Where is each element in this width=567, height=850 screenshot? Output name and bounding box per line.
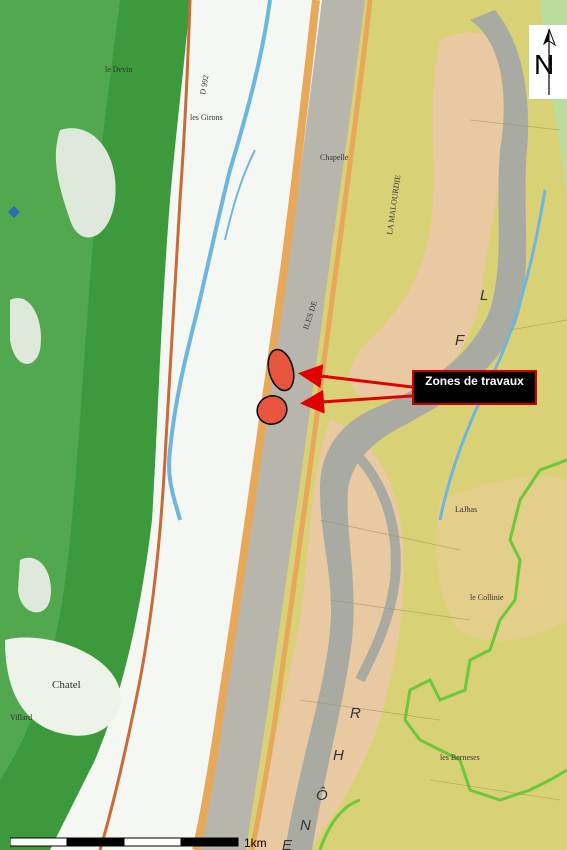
north-arrow: N (529, 25, 567, 99)
callout-text: Zones de travaux (425, 374, 524, 388)
river-letter: L (480, 287, 488, 304)
label-le-devin: le Devin (105, 65, 132, 74)
stream (224, 149, 256, 241)
scale-label: 1km (244, 836, 267, 850)
clearing (18, 557, 51, 613)
sand-deposit (250, 420, 404, 850)
sand-deposit (349, 32, 516, 400)
river-letter: F (455, 332, 465, 349)
diamond-marker-icon (8, 206, 20, 218)
label-villard: Villard (10, 713, 32, 722)
highway-edge (192, 0, 320, 850)
river-letter: N (300, 817, 311, 834)
north-letter: N (534, 49, 555, 80)
label-chapelle: Chapelle (320, 153, 349, 162)
commune-boundary (403, 458, 567, 802)
label-chatel: Chatel (52, 679, 81, 691)
road-d992 (98, 0, 192, 850)
river-letter: H (333, 747, 344, 764)
work-zone-north[interactable] (264, 347, 298, 394)
label-lajhas: LaJhas (455, 505, 477, 514)
stream (167, 0, 272, 521)
label-les-berneses: les Berneses (440, 753, 480, 762)
scale-bar-graphic (10, 837, 239, 847)
river-letter: Ô (316, 787, 328, 804)
clearing (55, 128, 116, 238)
label-la-collinie: le Collinie (470, 593, 504, 602)
clearing (5, 637, 121, 736)
rhone-river (285, 10, 529, 850)
north-arrow-icon (543, 28, 557, 95)
clearing (10, 298, 41, 364)
river-letter: R (350, 705, 361, 722)
work-zones-callout: Zones de travaux (412, 370, 537, 405)
label-les-girons: les Girons (190, 113, 223, 122)
river-channel (336, 436, 401, 683)
commune-boundary (318, 798, 361, 850)
work-zone-south[interactable] (252, 391, 291, 429)
canal (195, 0, 365, 850)
field-lines (299, 119, 567, 801)
sand-deposit (436, 476, 567, 641)
highway-edge (249, 0, 373, 850)
callout-arrow-south (300, 389, 413, 414)
scale-bar: 1km (10, 835, 280, 850)
river-letter: E (282, 837, 293, 850)
label-road-d992: D 992 (198, 74, 210, 95)
callout-arrow-north (298, 364, 413, 389)
